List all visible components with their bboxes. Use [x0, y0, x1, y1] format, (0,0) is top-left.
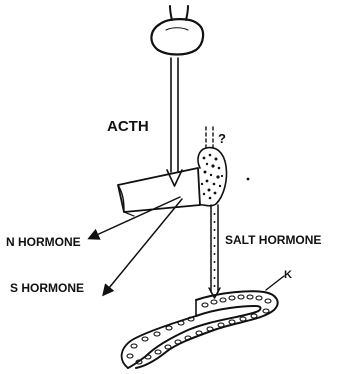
kidney-pointer [266, 276, 284, 290]
acth-label: ACTH [107, 118, 149, 135]
ink-dot [247, 178, 250, 181]
adrenal-gland [118, 168, 200, 216]
acth-arrow [167, 58, 182, 186]
kidney-tubule [122, 291, 278, 368]
pituitary-gland [151, 6, 203, 55]
s-hormone-label: S HORMONE [10, 281, 84, 295]
salt-hormone-vessel [209, 205, 220, 298]
kidney-mark-label: K [284, 269, 292, 281]
question-mark: ? [218, 131, 226, 146]
salt-hormone-label: SALT HORMONE [225, 233, 321, 247]
n-hormone-label: N HORMONE [6, 235, 81, 249]
